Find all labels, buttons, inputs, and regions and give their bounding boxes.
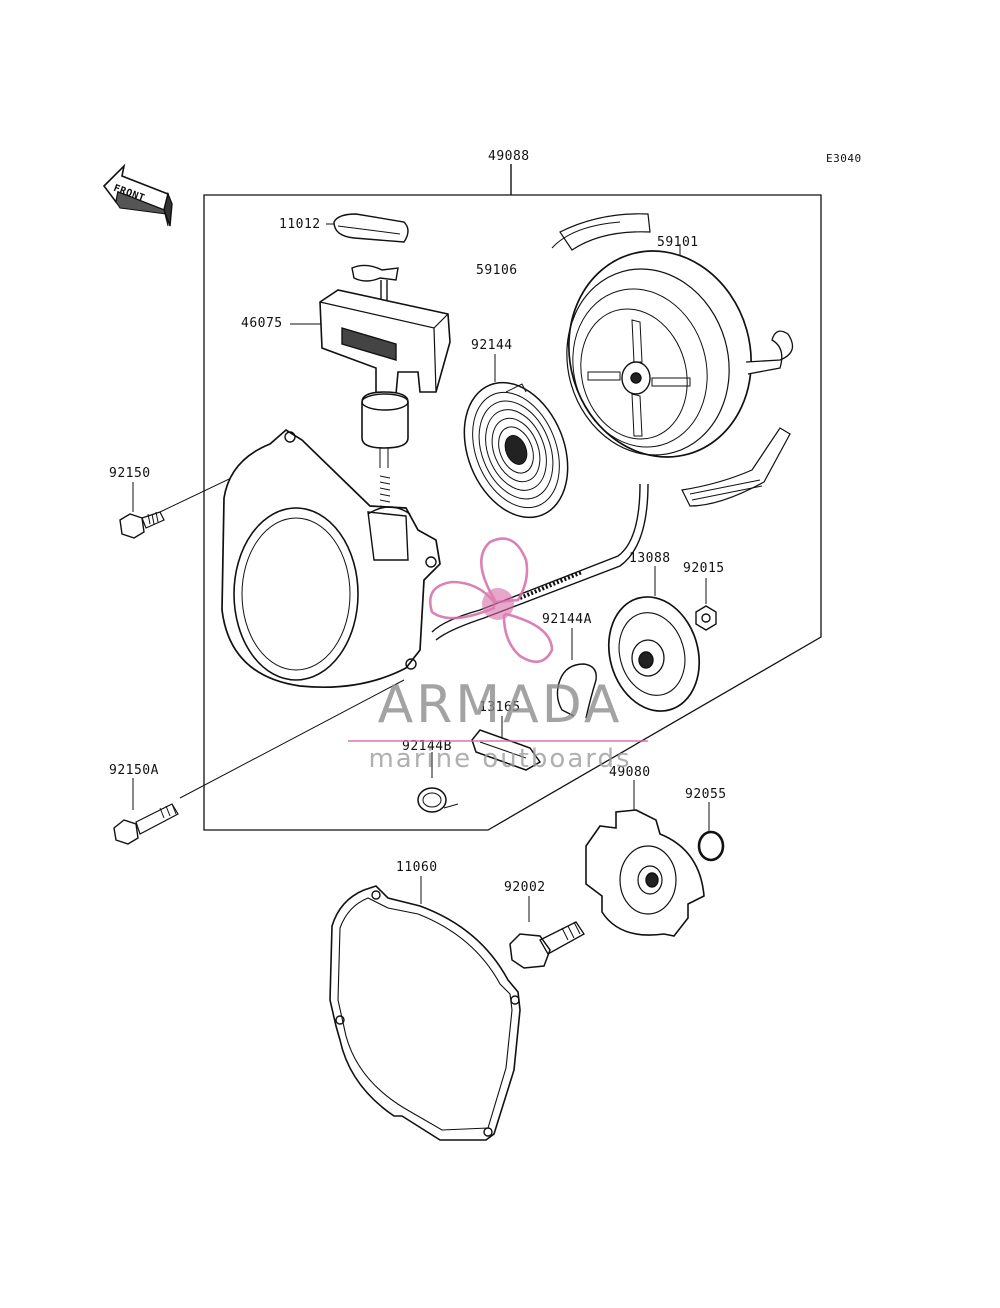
rope-spring: [379, 475, 391, 509]
part-label-13088: 13088: [629, 551, 671, 566]
part-label-59106: 59106: [476, 263, 518, 278]
part-label-49080: 49080: [609, 765, 651, 780]
part-label-92144b: 92144B: [402, 739, 452, 754]
spring-clip: [556, 663, 597, 719]
cap-part: [333, 213, 409, 243]
front-arrow-icon: [102, 163, 173, 227]
nut-part: [695, 605, 717, 631]
part-label-13165: 13165: [479, 700, 521, 715]
handle-part: [319, 264, 451, 468]
part-label-11060: 11060: [396, 860, 438, 875]
starter-case: [221, 428, 441, 689]
gasket-part: [329, 885, 521, 1141]
watermark-brand: ARMADA: [377, 675, 623, 735]
guide-line-92150a: [179, 679, 405, 799]
recoil-reel: [551, 213, 794, 507]
watermark-tagline: marine outboards: [368, 744, 632, 774]
o-ring: [697, 830, 725, 862]
part-label-92055: 92055: [685, 787, 727, 802]
armada-logo-icon: [428, 537, 554, 664]
part-label-92144a: 92144A: [542, 612, 592, 627]
part-label-92150: 92150: [109, 466, 151, 481]
starter-pulley: [585, 809, 705, 937]
bolt-92150a: [113, 803, 179, 845]
bolt-92150: [119, 511, 165, 539]
leader-lines: [132, 223, 710, 922]
ratchet-plate: [607, 596, 701, 712]
diagram-code: E3040: [826, 152, 862, 165]
part-label-11012: 11012: [279, 217, 321, 232]
part-label-92144: 92144: [471, 338, 513, 353]
pull-rope: [431, 483, 649, 641]
spiral-spring: [463, 381, 569, 519]
part-label-46075: 46075: [241, 316, 283, 331]
part-label-49088: 49088: [488, 149, 530, 164]
small-spring: [417, 787, 459, 813]
part-label-92015: 92015: [683, 561, 725, 576]
part-label-92002: 92002: [504, 880, 546, 895]
part-label-92150a: 92150A: [109, 763, 159, 778]
part-label-59101: 59101: [657, 235, 699, 250]
watermark-divider: [348, 740, 648, 742]
assembly-outline: [203, 194, 822, 831]
bolt-92002: [509, 921, 585, 969]
